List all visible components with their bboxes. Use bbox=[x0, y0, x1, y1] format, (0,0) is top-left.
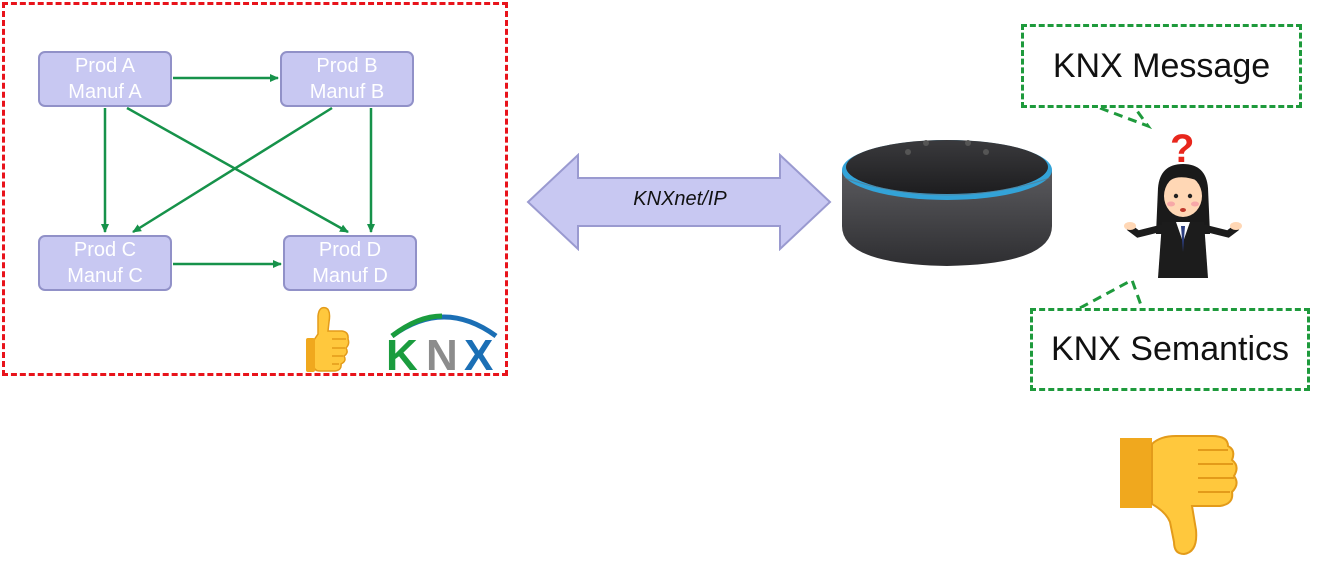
node-prod-c: Prod C Manuf C bbox=[38, 235, 172, 291]
node-d-product: Prod D bbox=[318, 239, 382, 261]
node-a-manufacturer: Manuf A bbox=[68, 81, 142, 103]
knx-message-text: KNX Message bbox=[1052, 46, 1271, 85]
knx-logo: K N X bbox=[386, 313, 498, 374]
svg-text:X: X bbox=[464, 331, 493, 374]
protocol-label: KNXnet/IP bbox=[633, 188, 727, 210]
node-c-product: Prod C bbox=[73, 239, 137, 261]
protocol-double-arrow bbox=[526, 153, 832, 251]
node-b-manufacturer: Manuf B bbox=[309, 81, 385, 103]
thumbs-up-icon bbox=[306, 306, 350, 372]
thumbs-down-icon bbox=[1120, 435, 1238, 556]
svg-text:N: N bbox=[426, 331, 458, 374]
edge-b-c bbox=[132, 106, 333, 234]
node-c-manufacturer: Manuf C bbox=[67, 265, 143, 287]
node-d-manufacturer: Manuf D bbox=[312, 265, 388, 287]
confused-person-icon: ? bbox=[1124, 127, 1242, 278]
node-prod-a: Prod A Manuf A bbox=[38, 51, 172, 107]
node-prod-b: Prod B Manuf B bbox=[280, 51, 414, 107]
knx-semantics-bubble: KNX Semantics bbox=[1030, 308, 1310, 391]
node-prod-d: Prod D Manuf D bbox=[283, 235, 417, 291]
knx-message-bubble: KNX Message bbox=[1021, 24, 1302, 108]
knx-system-boundary bbox=[2, 2, 508, 376]
smart-speaker-icon bbox=[842, 140, 1052, 266]
product-edges bbox=[101, 74, 375, 268]
svg-text:?: ? bbox=[1170, 127, 1194, 171]
svg-text:K: K bbox=[386, 331, 418, 374]
node-b-product: Prod B bbox=[316, 55, 378, 77]
knx-semantics-text: KNX Semantics bbox=[1050, 330, 1290, 368]
node-a-product: Prod A bbox=[74, 55, 136, 77]
edge-a-d bbox=[126, 106, 349, 234]
